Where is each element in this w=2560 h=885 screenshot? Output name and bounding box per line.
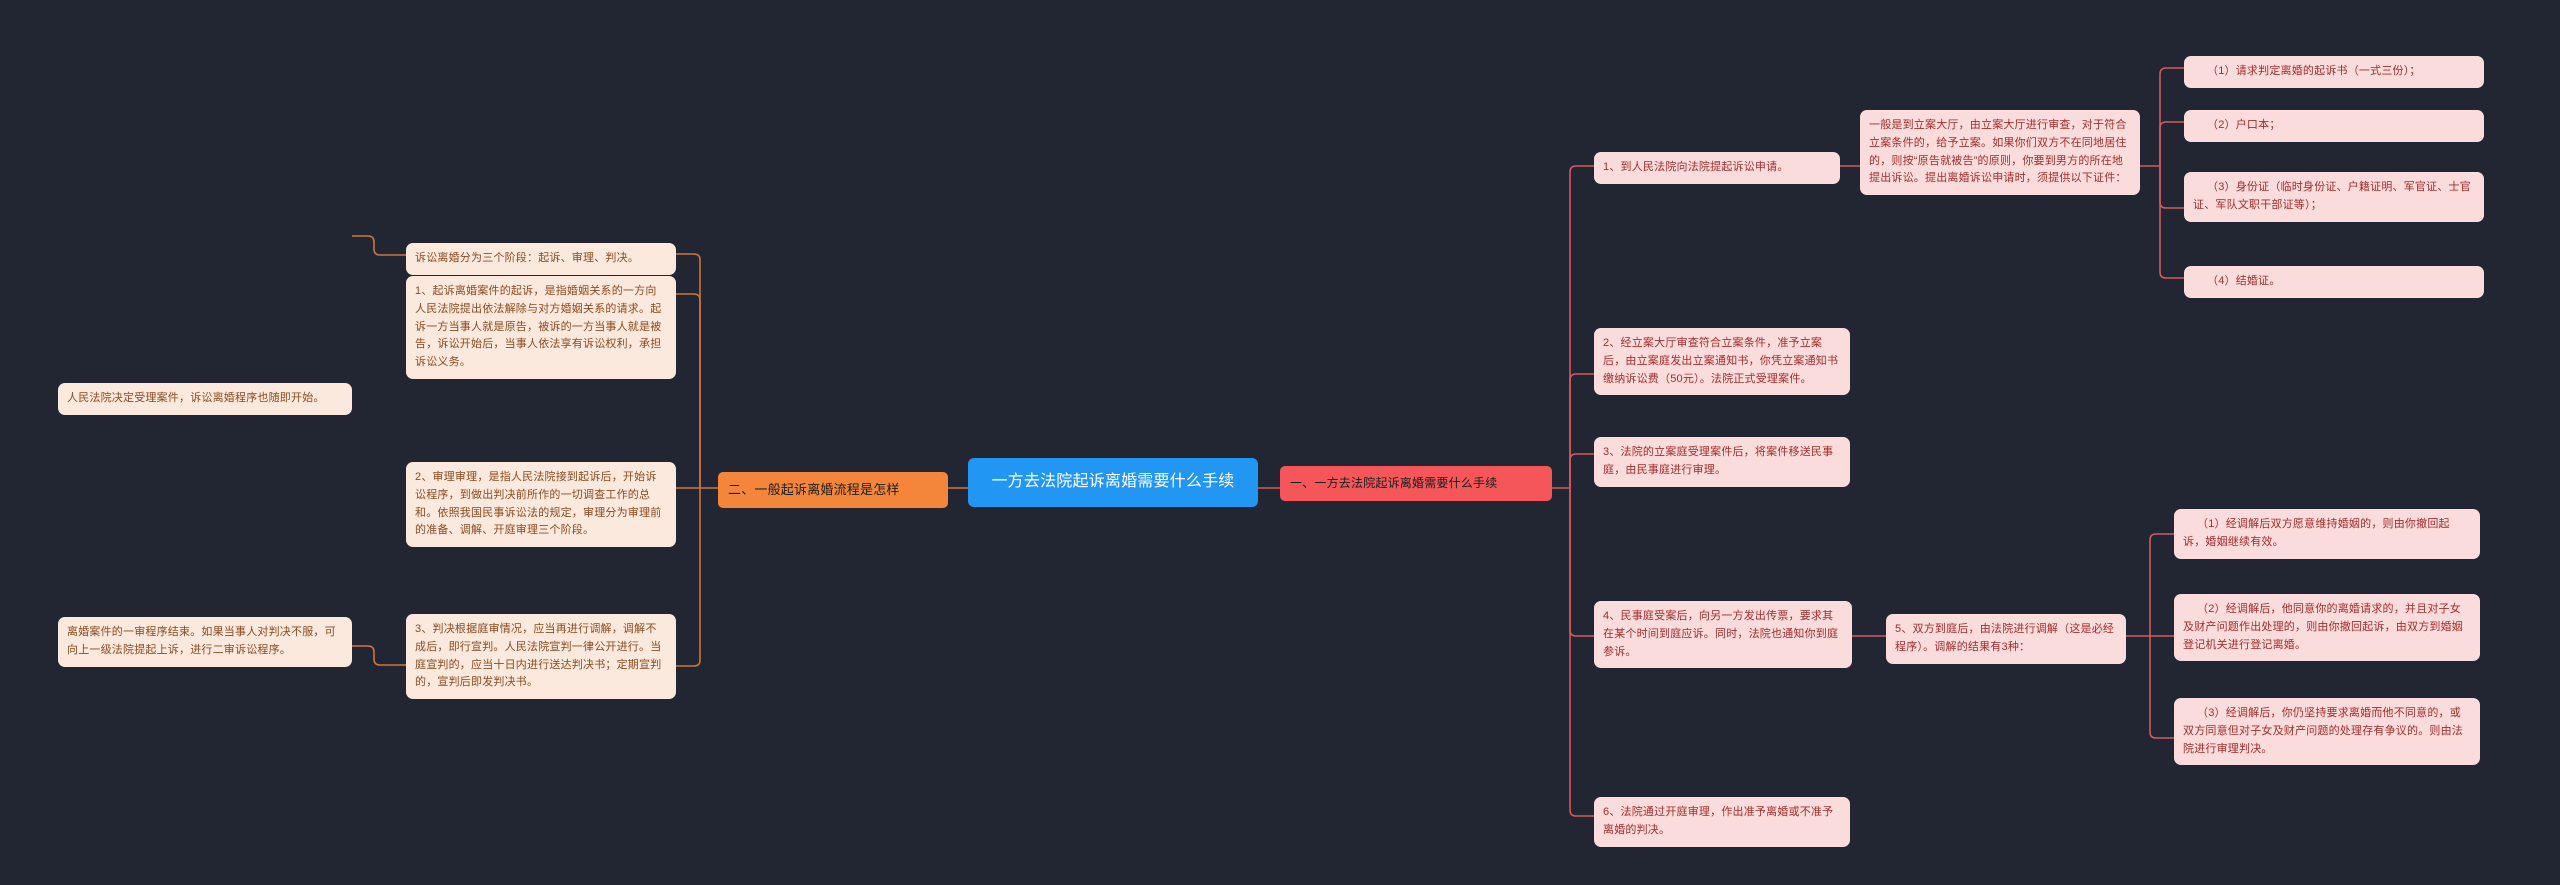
mediation-outcome-2[interactable]: （2）经调解后，他同意你的离婚请求的，并且对子女及财产问题作出处理的，则由你撤回… [2174,594,2480,662]
center-topic[interactable]: 一方去法院起诉离婚需要什么手续 [968,458,1258,507]
left-item-3[interactable]: 3、判决根据庭审情况，应当再进行调解，调解不成后，即行宣判。人民法院宣判一律公开… [406,614,676,700]
mediation-intro[interactable]: 5、双方到庭后，由法院进行调解（这是必经程序）。调解的结果有3种： [1886,614,2126,664]
right-item-3[interactable]: 3、法院的立案庭受理案件后，将案件移送民事庭，由民事庭进行审理。 [1594,437,1850,487]
right-item-6[interactable]: 6、法院通过开庭审理，作出准予离婚或不准予离婚的判决。 [1594,797,1850,847]
document-item-4[interactable]: （4）结婚证。 [2184,266,2484,298]
mediation-outcome-3[interactable]: （3）经调解后，你仍坚持要求离婚而他不同意的，或双方同意但对子女及财产问题的处理… [2174,698,2480,766]
document-item-2[interactable]: （2）户口本； [2184,110,2484,142]
right-item-1-detail[interactable]: 一般是到立案大厅，由立案大厅进行审查，对于符合立案条件的，给予立案。如果你们双方… [1860,110,2140,196]
left-item-1-child[interactable]: 人民法院决定受理案件，诉讼离婚程序也随即开始。 [58,383,352,415]
left-topic[interactable]: 二、一般起诉离婚流程是怎样 [718,472,948,508]
left-item-1[interactable]: 1、起诉离婚案件的起诉，是指婚姻关系的一方向人民法院提出依法解除与对方婚姻关系的… [406,276,676,380]
left-item-2[interactable]: 2、审理审理，是指人民法院接到起诉后，开始诉讼程序，到做出判决前所作的一切调查工… [406,462,676,548]
right-item-2[interactable]: 2、经立案大厅审查符合立案条件，准予立案后，由立案庭发出立案通知书，你凭立案通知… [1594,328,1850,396]
mediation-outcome-1[interactable]: （1）经调解后双方愿意维持婚姻的，则由你撤回起诉，婚姻继续有效。 [2174,509,2480,559]
right-item-1[interactable]: 1、到人民法院向法院提起诉讼申请。 [1594,152,1840,184]
right-topic[interactable]: 一、一方去法院起诉离婚需要什么手续 [1280,466,1552,501]
left-stages-note[interactable]: 诉讼离婚分为三个阶段：起诉、审理、判决。 [406,243,676,275]
document-item-3[interactable]: （3）身份证（临时身份证、户籍证明、军官证、士官证、军队文职干部证等）； [2184,172,2484,222]
left-item-3-child[interactable]: 离婚案件的一审程序结束。如果当事人对判决不服，可向上一级法院提起上诉，进行二审诉… [58,617,352,667]
document-item-1[interactable]: （1）请求判定离婚的起诉书（一式三份）； [2184,56,2484,88]
right-item-4[interactable]: 4、民事庭受案后，向另一方发出传票，要求其在某个时间到庭应诉。同时，法院也通知你… [1594,601,1852,669]
